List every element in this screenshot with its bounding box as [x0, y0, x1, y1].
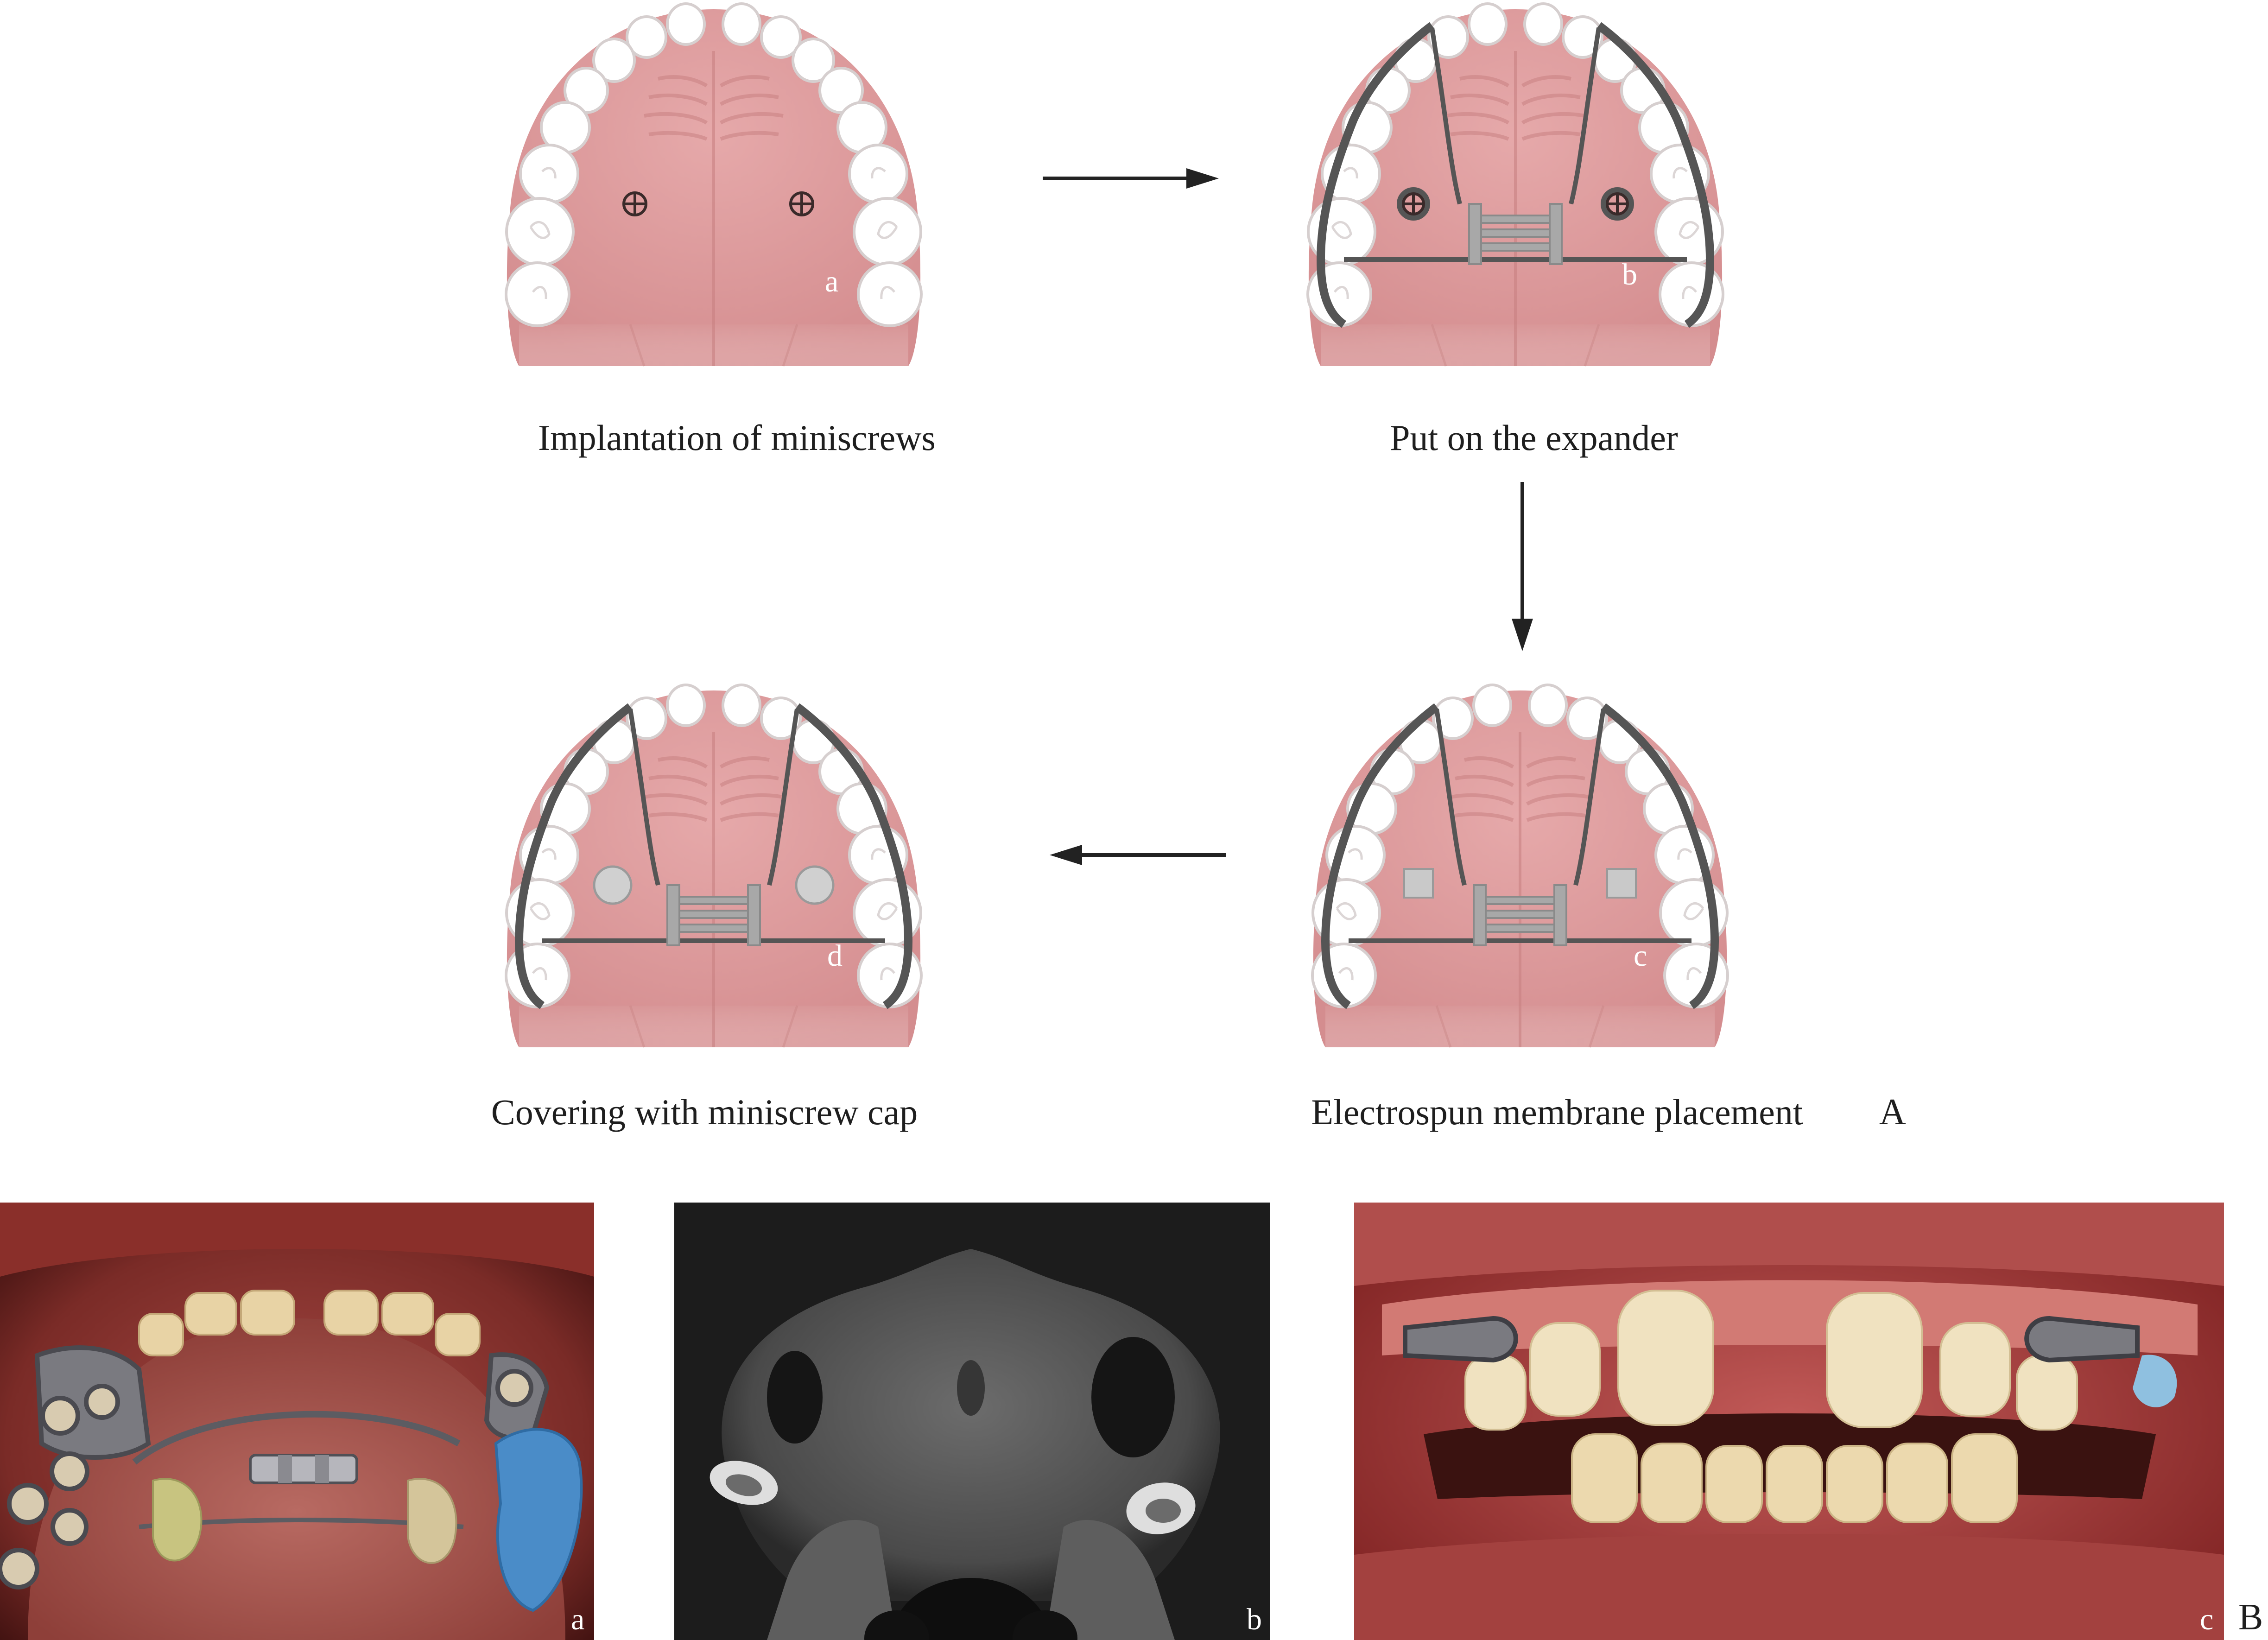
photo-ct-scan: b	[674, 1203, 1270, 1640]
panel-a-label: A	[1879, 1092, 1906, 1133]
step-b-caption: Put on the expander	[1390, 418, 1678, 458]
step-a-illustration: a	[491, 0, 936, 385]
miniscrew-icon	[1397, 187, 1634, 221]
arrow-right-icon	[1043, 168, 1219, 189]
step-c-illustration: c	[1298, 681, 1742, 1066]
photo-occlusal-view: a	[0, 1203, 594, 1640]
miniscrew-cap-icon	[593, 865, 835, 905]
arrow-left-icon	[1050, 845, 1226, 865]
step-b-letter: b	[1622, 258, 1637, 291]
step-c-caption: Electrospun membrane placement	[1311, 1092, 1803, 1132]
photo-a-letter: a	[571, 1602, 585, 1636]
step-c-letter: c	[1634, 939, 1647, 973]
panel-b-label: B	[2238, 1597, 2263, 1638]
step-b-illustration: b	[1293, 0, 1738, 385]
photo-c-letter: c	[2200, 1602, 2214, 1636]
arrow-down-icon	[1512, 482, 1533, 651]
miniscrew-icon	[622, 191, 814, 216]
step-d-illustration: d	[491, 681, 936, 1066]
photo-b-letter: b	[1247, 1602, 1262, 1636]
membrane-icon	[1403, 868, 1637, 899]
step-a-caption: Implantation of miniscrews	[538, 418, 936, 458]
step-d-letter: d	[827, 939, 843, 973]
step-a-letter: a	[825, 265, 839, 298]
photo-frontal-view: c	[1354, 1203, 2224, 1640]
step-d-caption: Covering with miniscrew cap	[491, 1092, 918, 1132]
